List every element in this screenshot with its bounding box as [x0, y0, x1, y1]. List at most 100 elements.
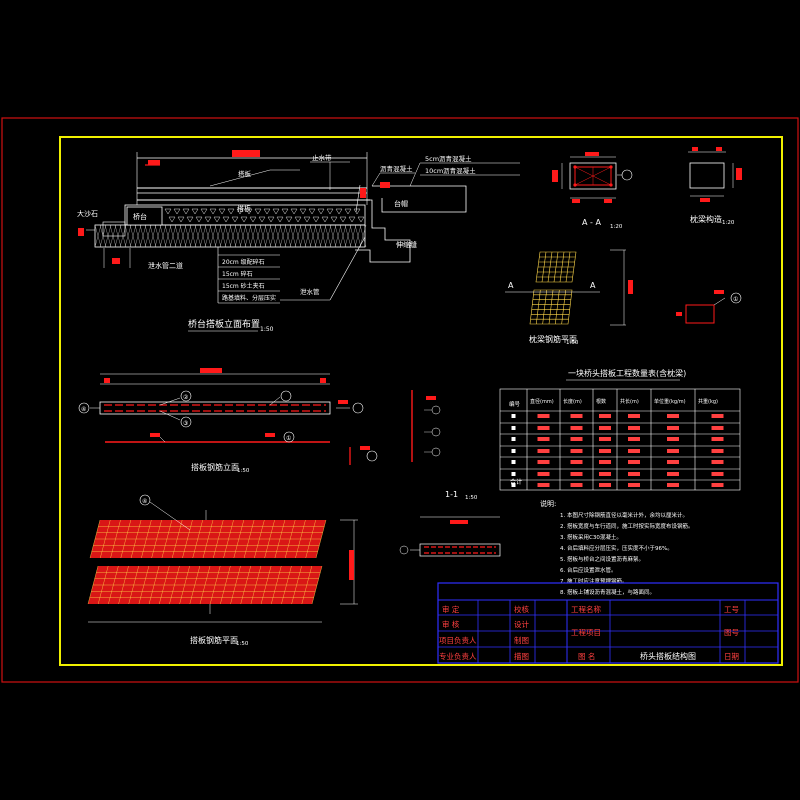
- rebar-plan-scale: 1:50: [236, 641, 249, 647]
- cut-a-right: A: [590, 281, 596, 290]
- table-cell: [599, 414, 611, 418]
- table-cell: [511, 472, 516, 476]
- table-cell: [511, 483, 516, 487]
- table-cell: [667, 414, 679, 418]
- slab-top-label: 搭板: [238, 169, 252, 178]
- note-3: 3. 搭板采用C30混凝土。: [560, 533, 622, 541]
- table-cell: [599, 460, 611, 464]
- th-6: 共重(kg): [698, 398, 718, 405]
- tb-l-3-0: 专业负责人: [439, 651, 477, 661]
- table-cell: [570, 414, 583, 418]
- abutment-label: 桥台: [133, 212, 147, 221]
- section-aa: A - A 1:20: [552, 152, 633, 230]
- table-cell: [628, 472, 640, 476]
- section-aa-scale: 1:20: [610, 224, 623, 230]
- section-11-scale: 1:50: [465, 495, 478, 501]
- anchor-title: 枕梁构造: [690, 214, 722, 224]
- rebar-detail-mark: ①: [733, 296, 738, 303]
- paving-label: 沥青混凝土: [380, 164, 413, 173]
- table-cell: [599, 426, 611, 430]
- table-cell: [667, 472, 679, 476]
- expansion-label: 伸缩缝: [396, 240, 417, 249]
- layer-4: 路基填料、分层压实: [222, 294, 276, 302]
- tb-l-0-1: 校核: [514, 604, 529, 614]
- note-5: 5. 搭板与桥台之间设置沥青麻絮。: [560, 555, 644, 563]
- th-3: 根数: [596, 398, 606, 405]
- table-cell: [711, 483, 724, 487]
- table-cell: [599, 449, 611, 453]
- table-cell: [537, 449, 550, 453]
- table-cell: [628, 460, 640, 464]
- table-cell: [628, 449, 640, 453]
- rebar-detail: ①: [676, 290, 742, 324]
- table-cell: [511, 437, 516, 441]
- elevation-scale: 1:50: [260, 326, 274, 333]
- table-cell: [537, 472, 550, 476]
- rebar-plan: ④ 搭板钢筋平面 1:50: [87, 494, 358, 647]
- tb-l-1-1: 设计: [514, 619, 529, 629]
- note-1: 1. 本图尺寸除钢筋直径以毫米计外，余均以厘米计。: [560, 511, 688, 519]
- table-cell: [570, 426, 583, 430]
- table-cell: [537, 460, 550, 464]
- note-6: 6. 台后应设置泄水管。: [560, 566, 617, 574]
- tb-m-0-0: 工程名称: [571, 604, 601, 614]
- rebar-elev-mark-1: ①: [286, 435, 291, 442]
- table-cell: [511, 460, 516, 464]
- rebar-plan-mark: ④: [142, 498, 147, 505]
- tb-l-1-0: 审 核: [442, 619, 460, 629]
- backwall-label: 台帽: [394, 199, 408, 208]
- tb-r-1-0: 图号: [724, 628, 739, 637]
- tb-l-2-1: 制图: [514, 635, 529, 645]
- table-cell: [667, 449, 679, 453]
- title-block: 审 定 校核 审 核 设计 项目负责人 制图 专业负责人 描图 工程名称 工程项…: [437, 582, 779, 664]
- rebar-plan-title: 搭板钢筋平面: [190, 635, 238, 645]
- table-cell: [667, 426, 679, 430]
- outer-frame: [1, 117, 799, 683]
- table-cell: [570, 472, 583, 476]
- anchor-scale: 1:20: [722, 220, 735, 226]
- table-cell: [667, 460, 679, 464]
- section-11-title: 1-1: [445, 490, 458, 499]
- rebar-elev-title: 搭板钢筋立面: [191, 462, 239, 472]
- layer-mid-label: 10cm沥青混凝土: [425, 166, 476, 175]
- table-cell: [667, 483, 679, 487]
- tb-l-2-0: 项目负责人: [439, 635, 477, 645]
- table-cell: [628, 426, 640, 430]
- quantity-table: 一块桥头搭板工程数量表(含枕梁) 直径(mm)长度(m)根数共长(m)单位重(k…: [499, 368, 741, 491]
- rebar-elev-scale: 1:50: [237, 468, 250, 474]
- tb-m-2-0: 图 名: [578, 651, 595, 661]
- table-cell: [511, 426, 516, 430]
- elevation-view: 桥台 大沙石 泄水管二道 台帽 伸缩缝 泄水管 搭板 止水带 沥青混凝土: [77, 150, 520, 333]
- drawing-name: 桥头搭板结构图: [640, 651, 696, 661]
- notes-heading: 说明:: [540, 499, 556, 508]
- table-cell: [537, 426, 550, 430]
- layer-top-label: 5cm沥青混凝土: [425, 154, 472, 163]
- table-cell: [711, 414, 724, 418]
- section-11: 1-1 1:50: [399, 490, 501, 557]
- table-cell: [570, 483, 583, 487]
- table-total-label: 合计: [510, 478, 522, 486]
- table-cell: [570, 460, 583, 464]
- th-2: 长度(m): [563, 398, 582, 405]
- table-cell: [511, 449, 516, 453]
- table-cell: [711, 437, 724, 441]
- table-cell: [537, 483, 550, 487]
- tb-l-0-0: 审 定: [442, 604, 460, 614]
- table-cell: [599, 483, 611, 487]
- table-cell: [711, 472, 724, 476]
- table-cell: [570, 437, 583, 441]
- tb-r-0-0: 工号: [724, 605, 739, 614]
- tb-r-2-0: 日期: [724, 652, 739, 661]
- th-4: 共长(m): [620, 398, 639, 405]
- table-cell: [667, 437, 679, 441]
- fill-label: 大沙石: [77, 209, 98, 218]
- note-2: 2. 搭板宽度与车行道同，施工时按实际宽度布设钢筋。: [560, 522, 694, 530]
- table-cell: [711, 426, 724, 430]
- tb-m-1-0: 工程项目: [571, 628, 601, 637]
- rebar-elev-mark-3: ③: [183, 420, 188, 427]
- note-4: 4. 台后填料应分层压实，压实度不小于96%。: [560, 544, 673, 552]
- drain-label-a: 泄水管: [300, 287, 320, 296]
- elevation-title: 桥台搭板立面布置: [188, 318, 260, 330]
- anchor-rebar-plan: A A 枕梁钢筋平面 1:50: [505, 249, 633, 346]
- tb-l-3-1: 描图: [514, 651, 529, 661]
